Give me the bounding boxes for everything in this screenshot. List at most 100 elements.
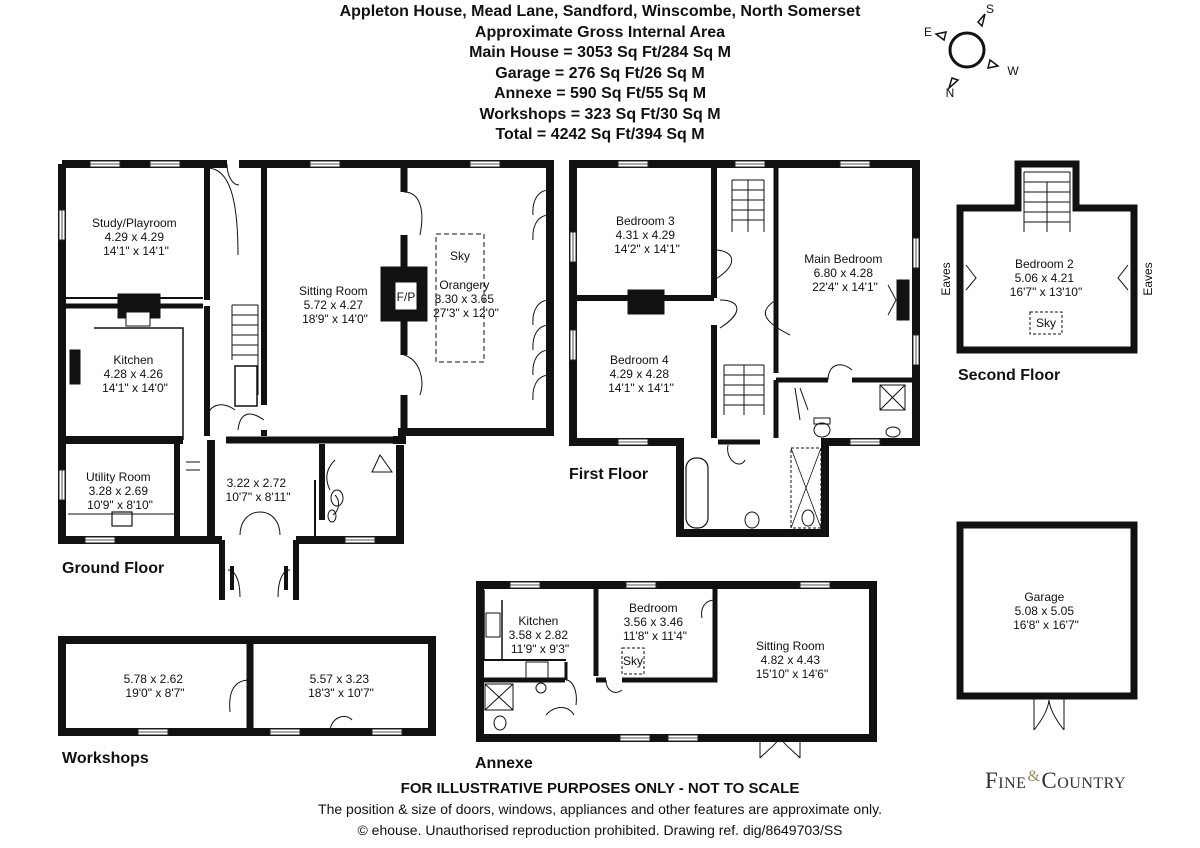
ground-floor <box>58 160 554 600</box>
disclaimer-line-1: FOR ILLUSTRATIVE PURPOSES ONLY - NOT TO … <box>400 780 800 797</box>
study-name: Study/Playroom <box>92 216 177 230</box>
room-labels: Study/Playroom 4.29 x 4.29 14'1" x 14'1"… <box>86 214 1155 700</box>
logo-fine: Fine <box>985 768 1027 793</box>
fine-country-logo: Fine&Country <box>985 768 1126 794</box>
ws2-imperial: 18'3" x 10'7" <box>308 686 374 700</box>
anbed-name: Bedroom <box>629 601 678 615</box>
room-orangery: Orangery 8.30 x 3.65 27'3" x 12'0" <box>433 278 499 320</box>
bed4-metric: 4.29 x 4.28 <box>610 367 670 381</box>
disclaimer-line-3: © ehouse. Unauthorised reproduction proh… <box>357 822 843 838</box>
compass-w: W <box>1007 64 1019 78</box>
room-workshop-1: 5.78 x 2.62 19'0" x 8'7" <box>124 672 187 700</box>
compass-s: S <box>986 2 994 16</box>
compass-e: E <box>924 25 932 39</box>
ansitting-metric: 4.82 x 4.43 <box>761 653 821 667</box>
fireplace-label: F/P <box>397 290 416 304</box>
bed2-name: Bedroom 2 <box>1015 257 1074 271</box>
orangery-metric: 8.30 x 3.65 <box>435 292 495 306</box>
sitting-name: Sitting Room <box>299 284 368 298</box>
kitchen-metric: 4.28 x 4.26 <box>104 367 164 381</box>
room-garage: Garage 5.08 x 5.05 16'8" x 16'7" <box>1013 590 1079 632</box>
orangery-name: Orangery <box>439 278 489 292</box>
sky-label-annexe: Sky <box>623 654 643 668</box>
utility-name: Utility Room <box>86 470 151 484</box>
mainbed-metric: 6.80 x 4.28 <box>814 266 874 280</box>
ws1-metric: 5.78 x 2.62 <box>124 672 184 686</box>
bed3-imperial: 14'2" x 14'1" <box>614 242 680 256</box>
property-address: Appleton House, Mead Lane, Sandford, Win… <box>339 3 861 20</box>
disclaimer-line-2: The position & size of doors, windows, a… <box>318 801 882 817</box>
annexe-plan <box>476 581 877 759</box>
ankitchen-name: Kitchen <box>518 614 558 628</box>
room-annexe-bedroom: Bedroom 3.56 x 3.46 11'8" x 11'4" <box>623 601 687 643</box>
label-annexe: Annexe <box>475 755 533 772</box>
ansitting-name: Sitting Room <box>756 639 825 653</box>
bed3-metric: 4.31 x 4.29 <box>616 228 676 242</box>
room-kitchen: Kitchen 4.28 x 4.26 14'1" x 14'0" <box>102 353 168 395</box>
area-main-house: Main House = 3053 Sq Ft/284 Sq M <box>469 44 731 61</box>
garage-plan <box>956 521 1138 731</box>
room-annexe-sitting: Sitting Room 4.82 x 4.43 15'10" x 14'6" <box>756 639 829 681</box>
room-sitting: Sitting Room 5.72 x 4.27 18'9" x 14'0" <box>299 284 371 326</box>
second-floor <box>956 160 1138 354</box>
header: Appleton House, Mead Lane, Sandford, Win… <box>200 2 1000 146</box>
garage-name: Garage <box>1024 590 1064 604</box>
utility-imperial: 10'9" x 8'10" <box>87 498 153 512</box>
sitting-imperial: 18'9" x 14'0" <box>302 312 368 326</box>
area-workshops: Workshops = 323 Sq Ft/30 Sq M <box>479 105 721 123</box>
bed2-metric: 5.06 x 4.21 <box>1015 271 1075 285</box>
compass-n: N <box>946 86 955 100</box>
sky-label-ground: Sky <box>450 249 470 263</box>
bed4-imperial: 14'1" x 14'1" <box>608 381 674 395</box>
hall-imperial: 10'7" x 8'11" <box>226 490 291 504</box>
area-subtitle: Approximate Gross Internal Area <box>474 23 726 41</box>
ankitchen-imperial: 11'9" x 9'3" <box>511 642 569 656</box>
room-main-bedroom: Main Bedroom 6.80 x 4.28 22'4" x 14'1" <box>804 252 885 294</box>
area-total: Total = 4242 Sq Ft/394 Sq M <box>495 126 705 143</box>
hall-metric: 3.22 x 2.72 <box>227 476 287 490</box>
garage-imperial: 16'8" x 16'7" <box>1013 618 1079 632</box>
orangery-imperial: 27'3" x 12'0" <box>433 306 499 320</box>
area-garage: Garage = 276 Sq Ft/26 Sq M <box>495 64 705 82</box>
ws1-imperial: 19'0" x 8'7" <box>125 686 184 700</box>
logo-country: Country <box>1041 768 1127 793</box>
ws2-metric: 5.57 x 3.23 <box>310 672 370 686</box>
anbed-metric: 3.56 x 3.46 <box>624 615 684 629</box>
label-first-floor: First Floor <box>569 466 648 483</box>
utility-metric: 3.28 x 2.69 <box>89 484 149 498</box>
logo-amp: & <box>1027 768 1041 785</box>
label-workshops: Workshops <box>62 750 149 767</box>
bed3-name: Bedroom 3 <box>616 214 675 228</box>
disclaimer: FOR ILLUSTRATIVE PURPOSES ONLY - NOT TO … <box>100 779 1100 841</box>
room-bedroom-3: Bedroom 3 4.31 x 4.29 14'2" x 14'1" <box>614 214 680 256</box>
area-annexe: Annexe = 590 Sq Ft/55 Sq M <box>493 85 707 102</box>
compass-icon: S E W N <box>924 2 1019 100</box>
mainbed-name: Main Bedroom <box>804 252 882 266</box>
ankitchen-metric: 3.58 x 2.82 <box>509 628 569 642</box>
garage-metric: 5.08 x 5.05 <box>1015 604 1075 618</box>
label-second-floor: Second Floor <box>958 367 1060 384</box>
label-ground-floor: Ground Floor <box>62 560 164 577</box>
sky-label-second: Sky <box>1036 316 1056 330</box>
room-utility: Utility Room 3.28 x 2.69 10'9" x 8'10" <box>86 470 154 512</box>
room-hall: 3.22 x 2.72 10'7" x 8'11" <box>226 476 291 504</box>
room-annexe-kitchen: Kitchen 3.58 x 2.82 11'9" x 9'3" <box>509 614 572 656</box>
room-study: Study/Playroom 4.29 x 4.29 14'1" x 14'1" <box>92 216 180 258</box>
bed2-imperial: 16'7" x 13'10" <box>1010 285 1083 299</box>
first-floor <box>569 160 920 537</box>
room-bedroom-4: Bedroom 4 4.29 x 4.28 14'1" x 14'1" <box>608 353 674 395</box>
sitting-metric: 5.72 x 4.27 <box>304 298 364 312</box>
kitchen-name: Kitchen <box>113 353 153 367</box>
ansitting-imperial: 15'10" x 14'6" <box>756 667 829 681</box>
anbed-imperial: 11'8" x 11'4" <box>623 629 687 643</box>
mainbed-imperial: 22'4" x 14'1" <box>812 280 878 294</box>
eaves-right: Eaves <box>1141 262 1155 295</box>
room-bedroom-2: Bedroom 2 5.06 x 4.21 16'7" x 13'10" <box>1010 257 1083 299</box>
eaves-left: Eaves <box>939 262 953 295</box>
workshops-plan <box>58 636 436 736</box>
bed4-name: Bedroom 4 <box>610 353 669 367</box>
study-metric: 4.29 x 4.29 <box>105 230 165 244</box>
room-workshop-2: 5.57 x 3.23 18'3" x 10'7" <box>308 672 374 700</box>
study-imperial: 14'1" x 14'1" <box>103 244 169 258</box>
